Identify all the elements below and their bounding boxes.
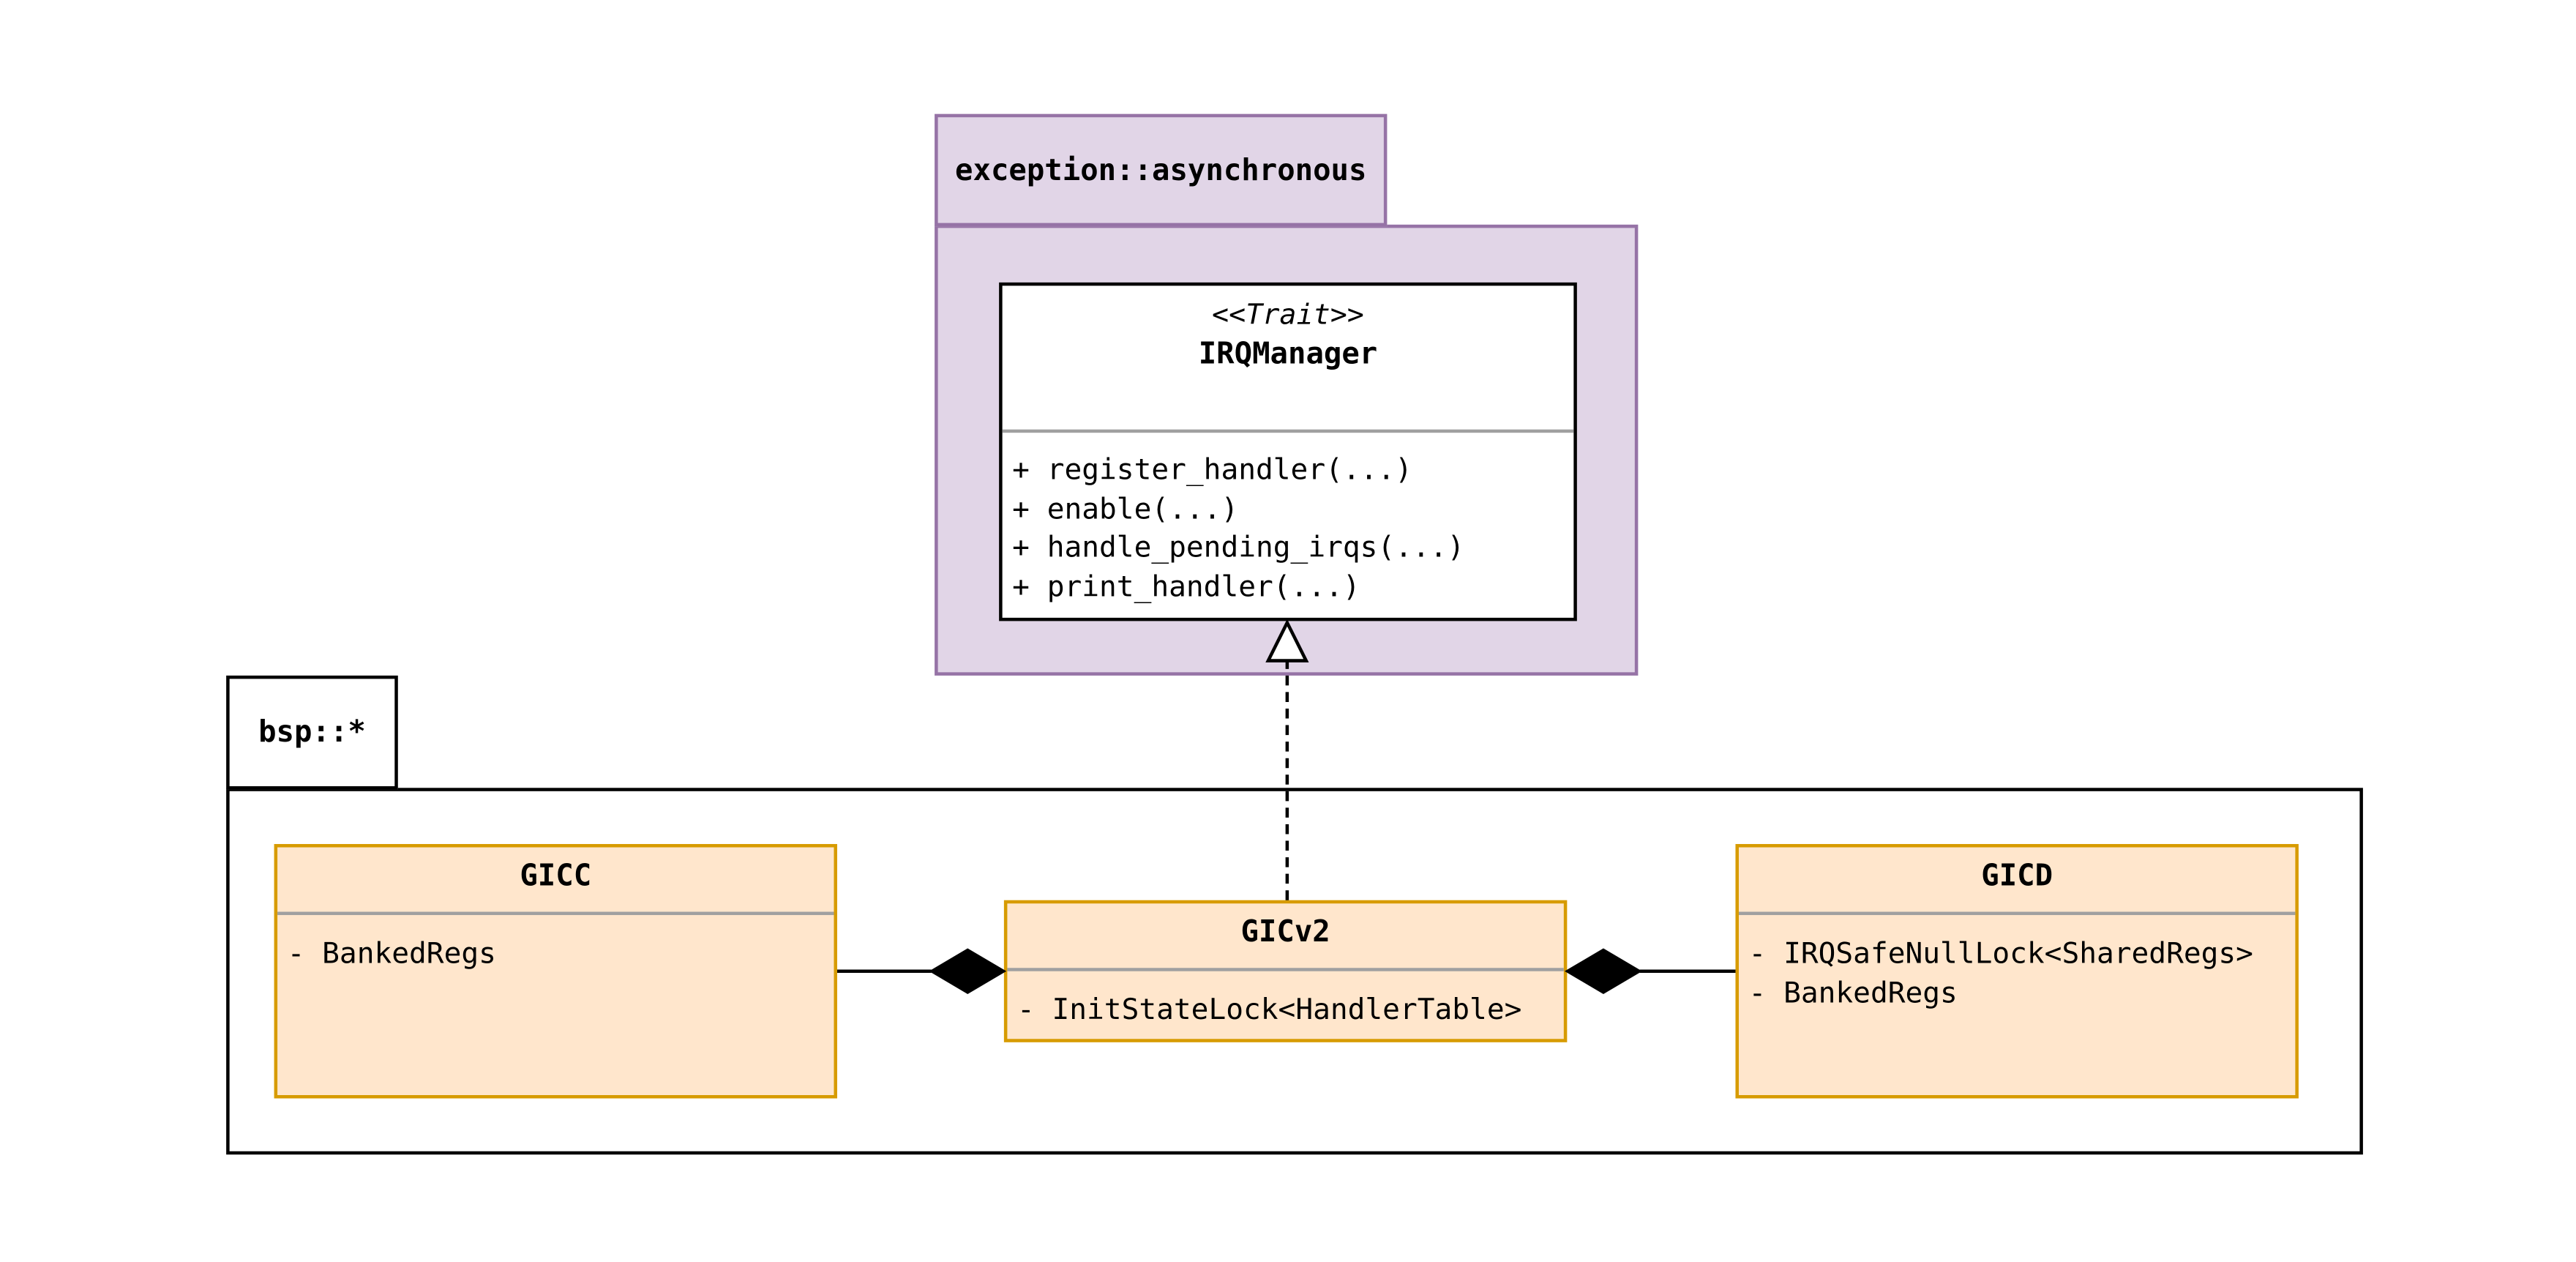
class-attribute: - BankedRegs [1748,977,1958,1011]
composition-diamond-left [929,948,1007,995]
class-gicd-separator [1738,911,2296,916]
class-gicv2-name: GICv2 [1240,915,1330,950]
class-gicc-name: GICC [520,859,592,894]
class-gicv2-separator [1007,968,1564,971]
trait-method: + print_handler(...) [1012,571,1360,605]
trait-methods: + register_handler(...) + enable(...) + … [1012,452,1464,609]
trait-method: + handle_pending_irqs(...) [1012,532,1465,566]
class-gicc-separator [277,911,834,916]
package-bsp-tab[interactable]: bsp::* [226,675,398,790]
class-gicc-attributes: - BankedRegs [288,935,496,974]
composition-diamond-right [1564,948,1642,995]
trait-name: IRQManager [1198,337,1378,372]
class-gicd[interactable]: GICD - IRQSafeNullLock<SharedRegs> - Ban… [1735,844,2299,1099]
class-gicv2[interactable]: GICv2 - InitStateLock<HandlerTable> [1003,900,1568,1042]
package-exception-label: exception::asynchronous [955,152,1367,188]
class-attribute: - IRQSafeNullLock<SharedRegs> [1748,938,2253,971]
trait-separator [1002,429,1574,433]
package-bsp-label: bsp::* [258,715,366,750]
package-exception-tab[interactable]: exception::asynchronous [935,113,1388,227]
trait-irqmanager[interactable]: <<Trait>> IRQManager + register_handler(… [999,282,1577,621]
class-attribute: - BankedRegs [287,938,496,971]
trait-method: + enable(...) [1012,493,1239,527]
class-gicv2-attributes: - InitStateLock<HandlerTable> [1017,991,1521,1031]
class-attribute: - InitStateLock<HandlerTable> [1016,994,1522,1028]
class-gicc[interactable]: GICC - BankedRegs [274,844,837,1099]
trait-stereotype: <<Trait>> [1212,299,1364,332]
trait-method: + register_handler(...) [1012,454,1412,488]
realization-arrowhead [1265,619,1309,662]
class-gicd-name: GICD [1981,859,2053,894]
class-gicd-attributes: - IRQSafeNullLock<SharedRegs> - BankedRe… [1749,935,2253,1014]
